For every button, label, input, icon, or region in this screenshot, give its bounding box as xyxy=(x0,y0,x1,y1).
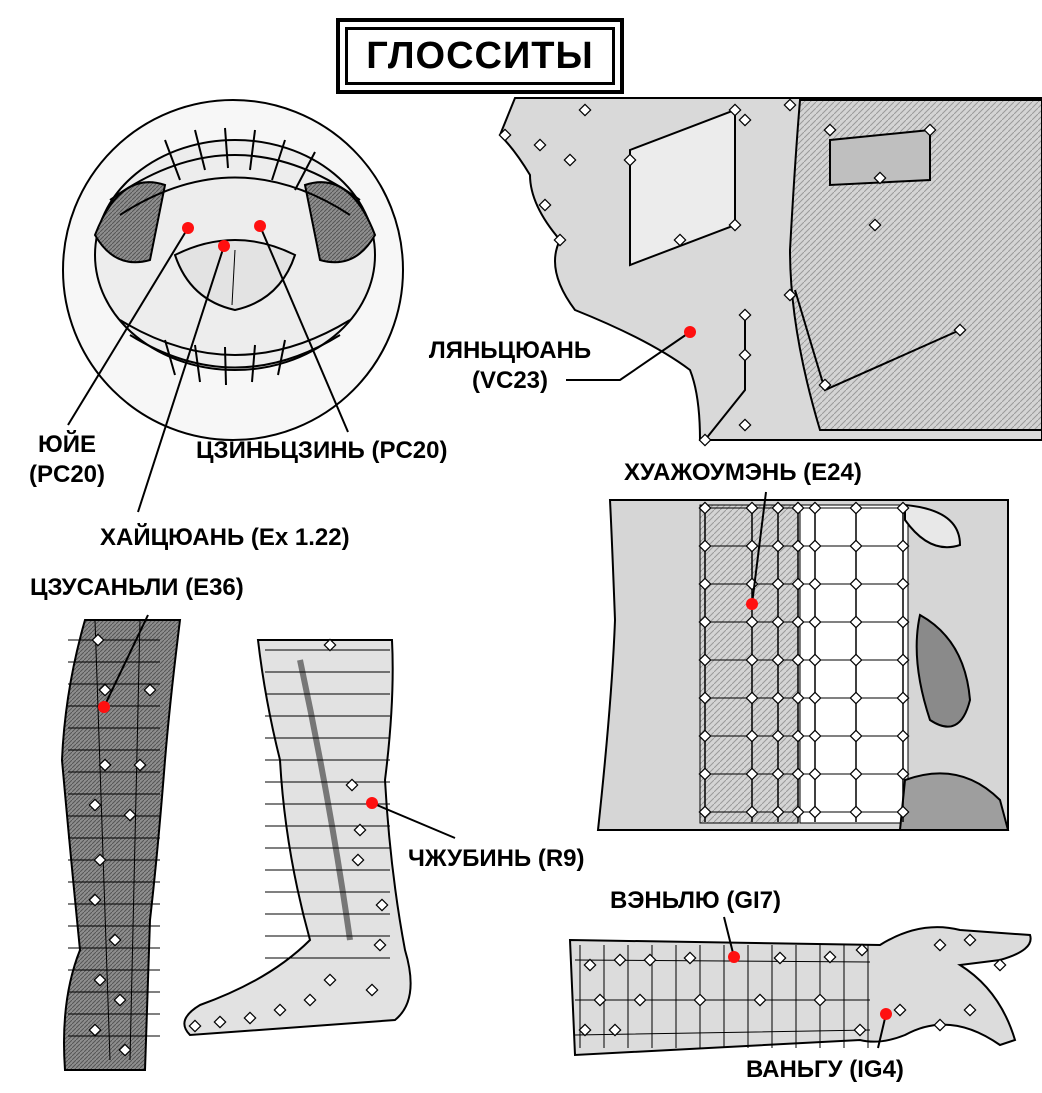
point-zhubin xyxy=(366,797,378,809)
right-leg-drawing xyxy=(184,640,410,1035)
label-lianquan-code: (VC23) xyxy=(405,366,615,396)
label-wangu: ВАНЬГУ (IG4) xyxy=(746,1055,904,1085)
title-frame: ГЛОССИТЫ xyxy=(336,18,624,94)
label-haiquan: ХАЙЦЮАНЬ (Ex 1.22) xyxy=(100,523,350,553)
label-jinjin: ЦЗИНЬЦЗИНЬ (PC20) xyxy=(196,436,447,466)
abdomen-drawing xyxy=(598,500,1008,830)
label-yuye: ЮЙЕ (PC20) xyxy=(22,430,112,490)
label-yuye-code: (PC20) xyxy=(22,460,112,490)
label-huarouman: ХУАЖОУМЭНЬ (E24) xyxy=(624,458,862,488)
label-zhubin: ЧЖУБИНЬ (R9) xyxy=(408,844,585,874)
point-lianquan xyxy=(684,326,696,338)
point-zusanli xyxy=(98,701,110,713)
label-zusanli: ЦЗУСАНЬЛИ (E36) xyxy=(30,573,244,603)
point-huarouman xyxy=(746,598,758,610)
point-yuye xyxy=(182,222,194,234)
page-title: ГЛОССИТЫ xyxy=(366,35,593,78)
point-wangu xyxy=(880,1008,892,1020)
label-lianquan-name: ЛЯНЬЦЮАНЬ xyxy=(405,336,615,366)
point-jinjin xyxy=(254,220,266,232)
label-lianquan: ЛЯНЬЦЮАНЬ (VC23) xyxy=(405,336,615,396)
arm-hand-drawing xyxy=(570,927,1031,1055)
point-haiquan xyxy=(218,240,230,252)
open-mouth-drawing xyxy=(63,100,403,440)
label-wenliu: ВЭНЬЛЮ (GI7) xyxy=(610,886,781,916)
label-yuye-name: ЮЙЕ xyxy=(22,430,112,460)
point-wenliu xyxy=(728,951,740,963)
title-inner-frame: ГЛОССИТЫ xyxy=(345,27,615,85)
